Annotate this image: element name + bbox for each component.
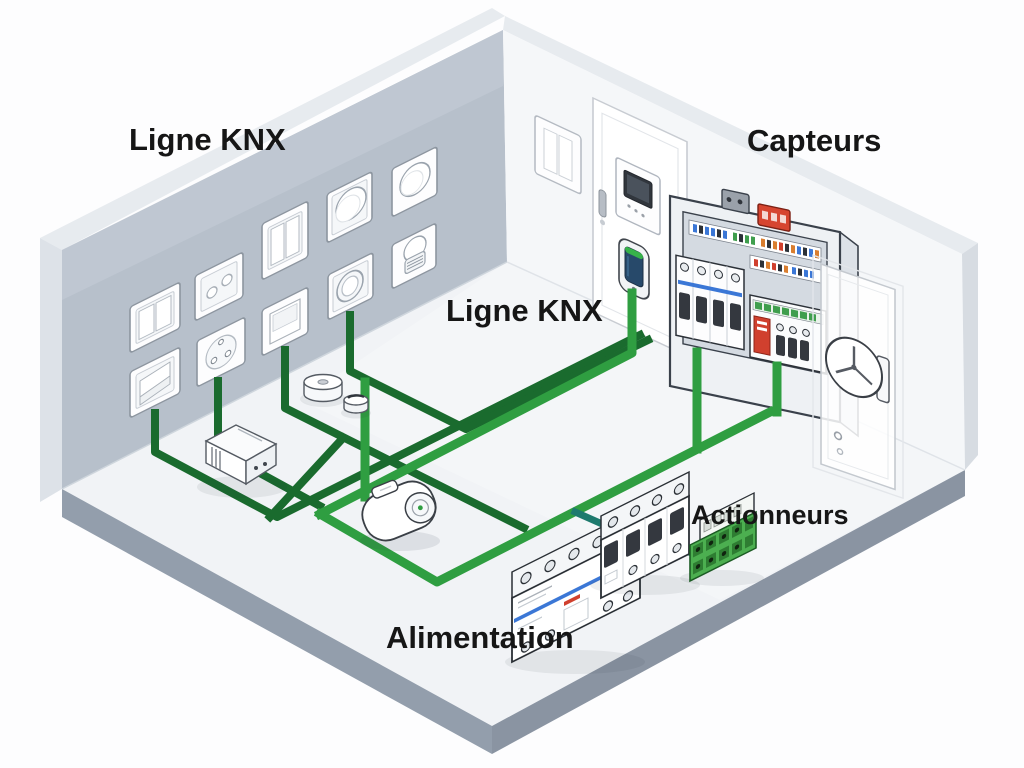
open-door-with-fan (812, 254, 904, 500)
motion-sensor (391, 223, 437, 289)
switch-flap (129, 347, 181, 418)
door-leaf-handle (833, 431, 843, 441)
ring-dial (327, 252, 374, 320)
switch-single-rocker (261, 287, 309, 356)
actuator-terminal-block (680, 491, 764, 586)
electrical-cabinet (668, 188, 859, 438)
wall-switch-panels (129, 146, 438, 418)
round-knob (391, 146, 438, 217)
valve-actuator (360, 479, 440, 551)
top-terminal-block-gray (721, 188, 750, 215)
round-floor-knob (341, 394, 371, 419)
top-terminal-block-red (757, 203, 791, 232)
switch-double-rocker-2 (261, 201, 309, 280)
knx-wire-dark-3 (281, 346, 530, 534)
switch-right-wall (534, 115, 582, 195)
knx-wire-main-bus (313, 405, 777, 587)
video-panel (615, 157, 661, 236)
knx-wire-dark-4 (346, 311, 654, 433)
switch-double-rocker-1 (129, 282, 181, 353)
socket-round-pin (196, 317, 246, 387)
label-ligne-knx-wall: Ligne KNX (129, 122, 286, 157)
knx-wires-bright (313, 288, 782, 587)
red-din-device (753, 315, 771, 356)
door-handle (598, 189, 607, 218)
label-actionneurs: Actionneurs (691, 500, 849, 530)
smoke-detector (300, 373, 346, 407)
gateway-box (197, 424, 287, 498)
label-capteurs: Capteurs (747, 123, 882, 158)
terminal-row-1 (693, 516, 753, 558)
knx-wire-sensor-branch (313, 288, 637, 521)
label-ligne-knx-floor: Ligne KNX (446, 293, 603, 328)
terminal-row-2 (693, 533, 753, 575)
knx-wire-dark-5 (264, 432, 349, 523)
knx-wire-dark-2b (252, 466, 326, 512)
din-modules (749, 294, 827, 375)
fan (825, 336, 890, 404)
terminal-ticks-row1 (693, 223, 819, 259)
dimmer-knob (326, 171, 373, 243)
right-wall-fixtures (534, 96, 688, 358)
wallbox-sensor (618, 238, 650, 300)
switch-two-buttons (194, 252, 244, 321)
label-alimentation: Alimentation (386, 620, 574, 655)
knx-wires-dark (151, 311, 654, 534)
circuit-breakers (675, 254, 745, 351)
terminal-ticks-row2 (754, 258, 814, 279)
contactor-module (590, 470, 700, 600)
